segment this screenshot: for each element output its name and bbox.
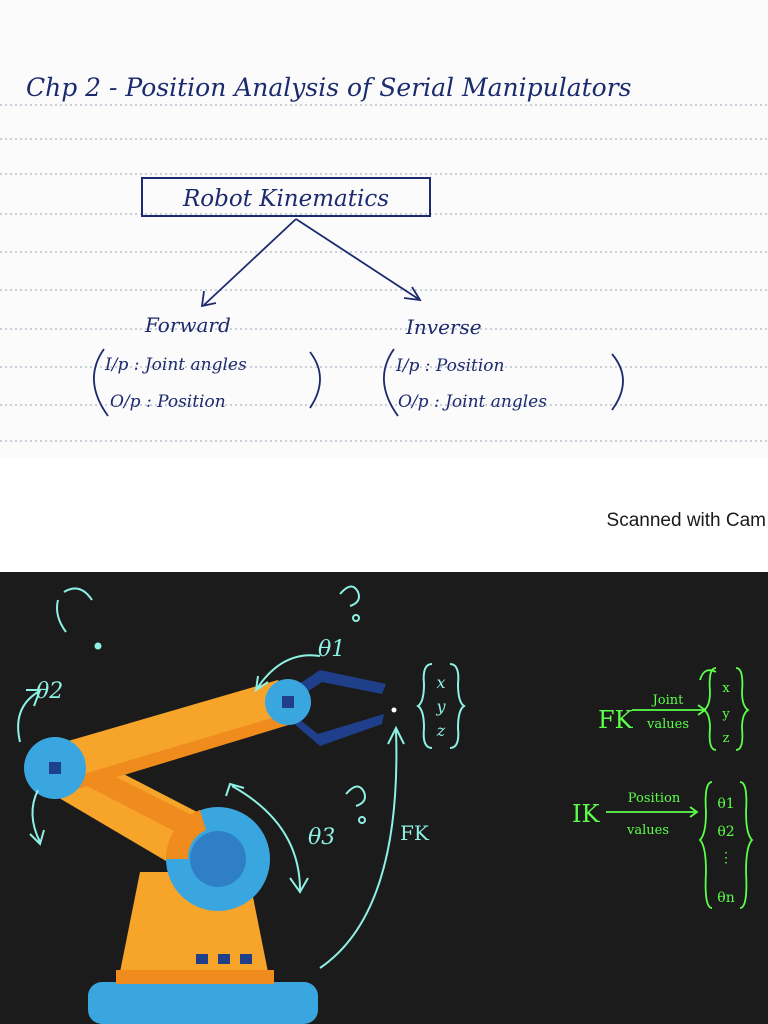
ik-ellipsis: ⋮ bbox=[719, 850, 733, 866]
robot-arm-icon bbox=[24, 670, 386, 1024]
branch-arrows bbox=[200, 218, 422, 308]
root-label: Robot Kinematics bbox=[182, 186, 389, 212]
scanner-watermark: Scanned with Cam bbox=[606, 510, 766, 531]
fk-out-x: x bbox=[722, 681, 730, 696]
fk-arrow-label: FK bbox=[400, 821, 430, 845]
fk-out-y: y bbox=[721, 707, 730, 722]
ik-out-theta2: θ2 bbox=[717, 824, 734, 840]
ik-out-thetan: θn bbox=[717, 890, 734, 906]
theta1-label: θ1 bbox=[318, 637, 345, 662]
theta3-arrow bbox=[231, 785, 301, 891]
ik-label: IK bbox=[572, 800, 600, 828]
forward-heading: Forward bbox=[144, 313, 231, 337]
fk-arrow-bottom: values bbox=[646, 717, 689, 732]
chalk-annotations bbox=[17, 585, 466, 969]
vector-y: y bbox=[435, 697, 446, 716]
ik-arrow-top: Position bbox=[628, 791, 681, 806]
forward-output: O/p : Position bbox=[110, 392, 226, 412]
fk-out-z: z bbox=[723, 731, 730, 746]
forward-right-paren bbox=[309, 351, 321, 409]
vector-z: z bbox=[436, 721, 446, 740]
inverse-input: I/p : Position bbox=[395, 356, 504, 376]
inverse-left-paren bbox=[383, 348, 399, 417]
theta2-label: θ2 bbox=[36, 679, 63, 704]
fk-curve-arrow bbox=[319, 729, 398, 969]
theta3-label: θ3 bbox=[308, 825, 335, 850]
ruled-lines bbox=[0, 104, 768, 442]
blackboard-drawing: θ1 θ2 θ3 FK x y z FK Joint values x y z … bbox=[0, 572, 768, 1024]
ik-arrow-bottom: values bbox=[626, 823, 669, 838]
ik-mapping: IK Position values θ1 θ2 ⋮ θn bbox=[572, 781, 754, 909]
forward-input: I/p : Joint angles bbox=[104, 355, 247, 375]
scan-gap: Scanned with Cam bbox=[0, 458, 768, 572]
forward-left-paren bbox=[93, 348, 109, 417]
inverse-output: O/p : Joint angles bbox=[398, 392, 547, 412]
inverse-heading: Inverse bbox=[405, 315, 482, 339]
fk-mapping: FK Joint values x y z bbox=[598, 667, 750, 751]
notebook-scan: Chp 2 - Position Analysis of Serial Mani… bbox=[0, 0, 768, 458]
notebook-page: Chp 2 - Position Analysis of Serial Mani… bbox=[0, 0, 768, 458]
question-curve bbox=[63, 587, 93, 601]
inverse-right-paren bbox=[611, 353, 624, 411]
root-box bbox=[141, 177, 431, 217]
ik-out-theta1: θ1 bbox=[717, 796, 734, 812]
theta2-arc bbox=[56, 599, 67, 633]
fk-arrow-top: Joint bbox=[651, 693, 685, 708]
page-title: Chp 2 - Position Analysis of Serial Mani… bbox=[26, 73, 631, 102]
fk-label: FK bbox=[598, 706, 634, 734]
theta2-arrow bbox=[17, 691, 39, 743]
theta1-arrow bbox=[255, 654, 321, 691]
vector-x: x bbox=[436, 673, 445, 692]
blackboard-panel: θ1 θ2 θ3 FK x y z FK Joint values x y z … bbox=[0, 572, 768, 1024]
